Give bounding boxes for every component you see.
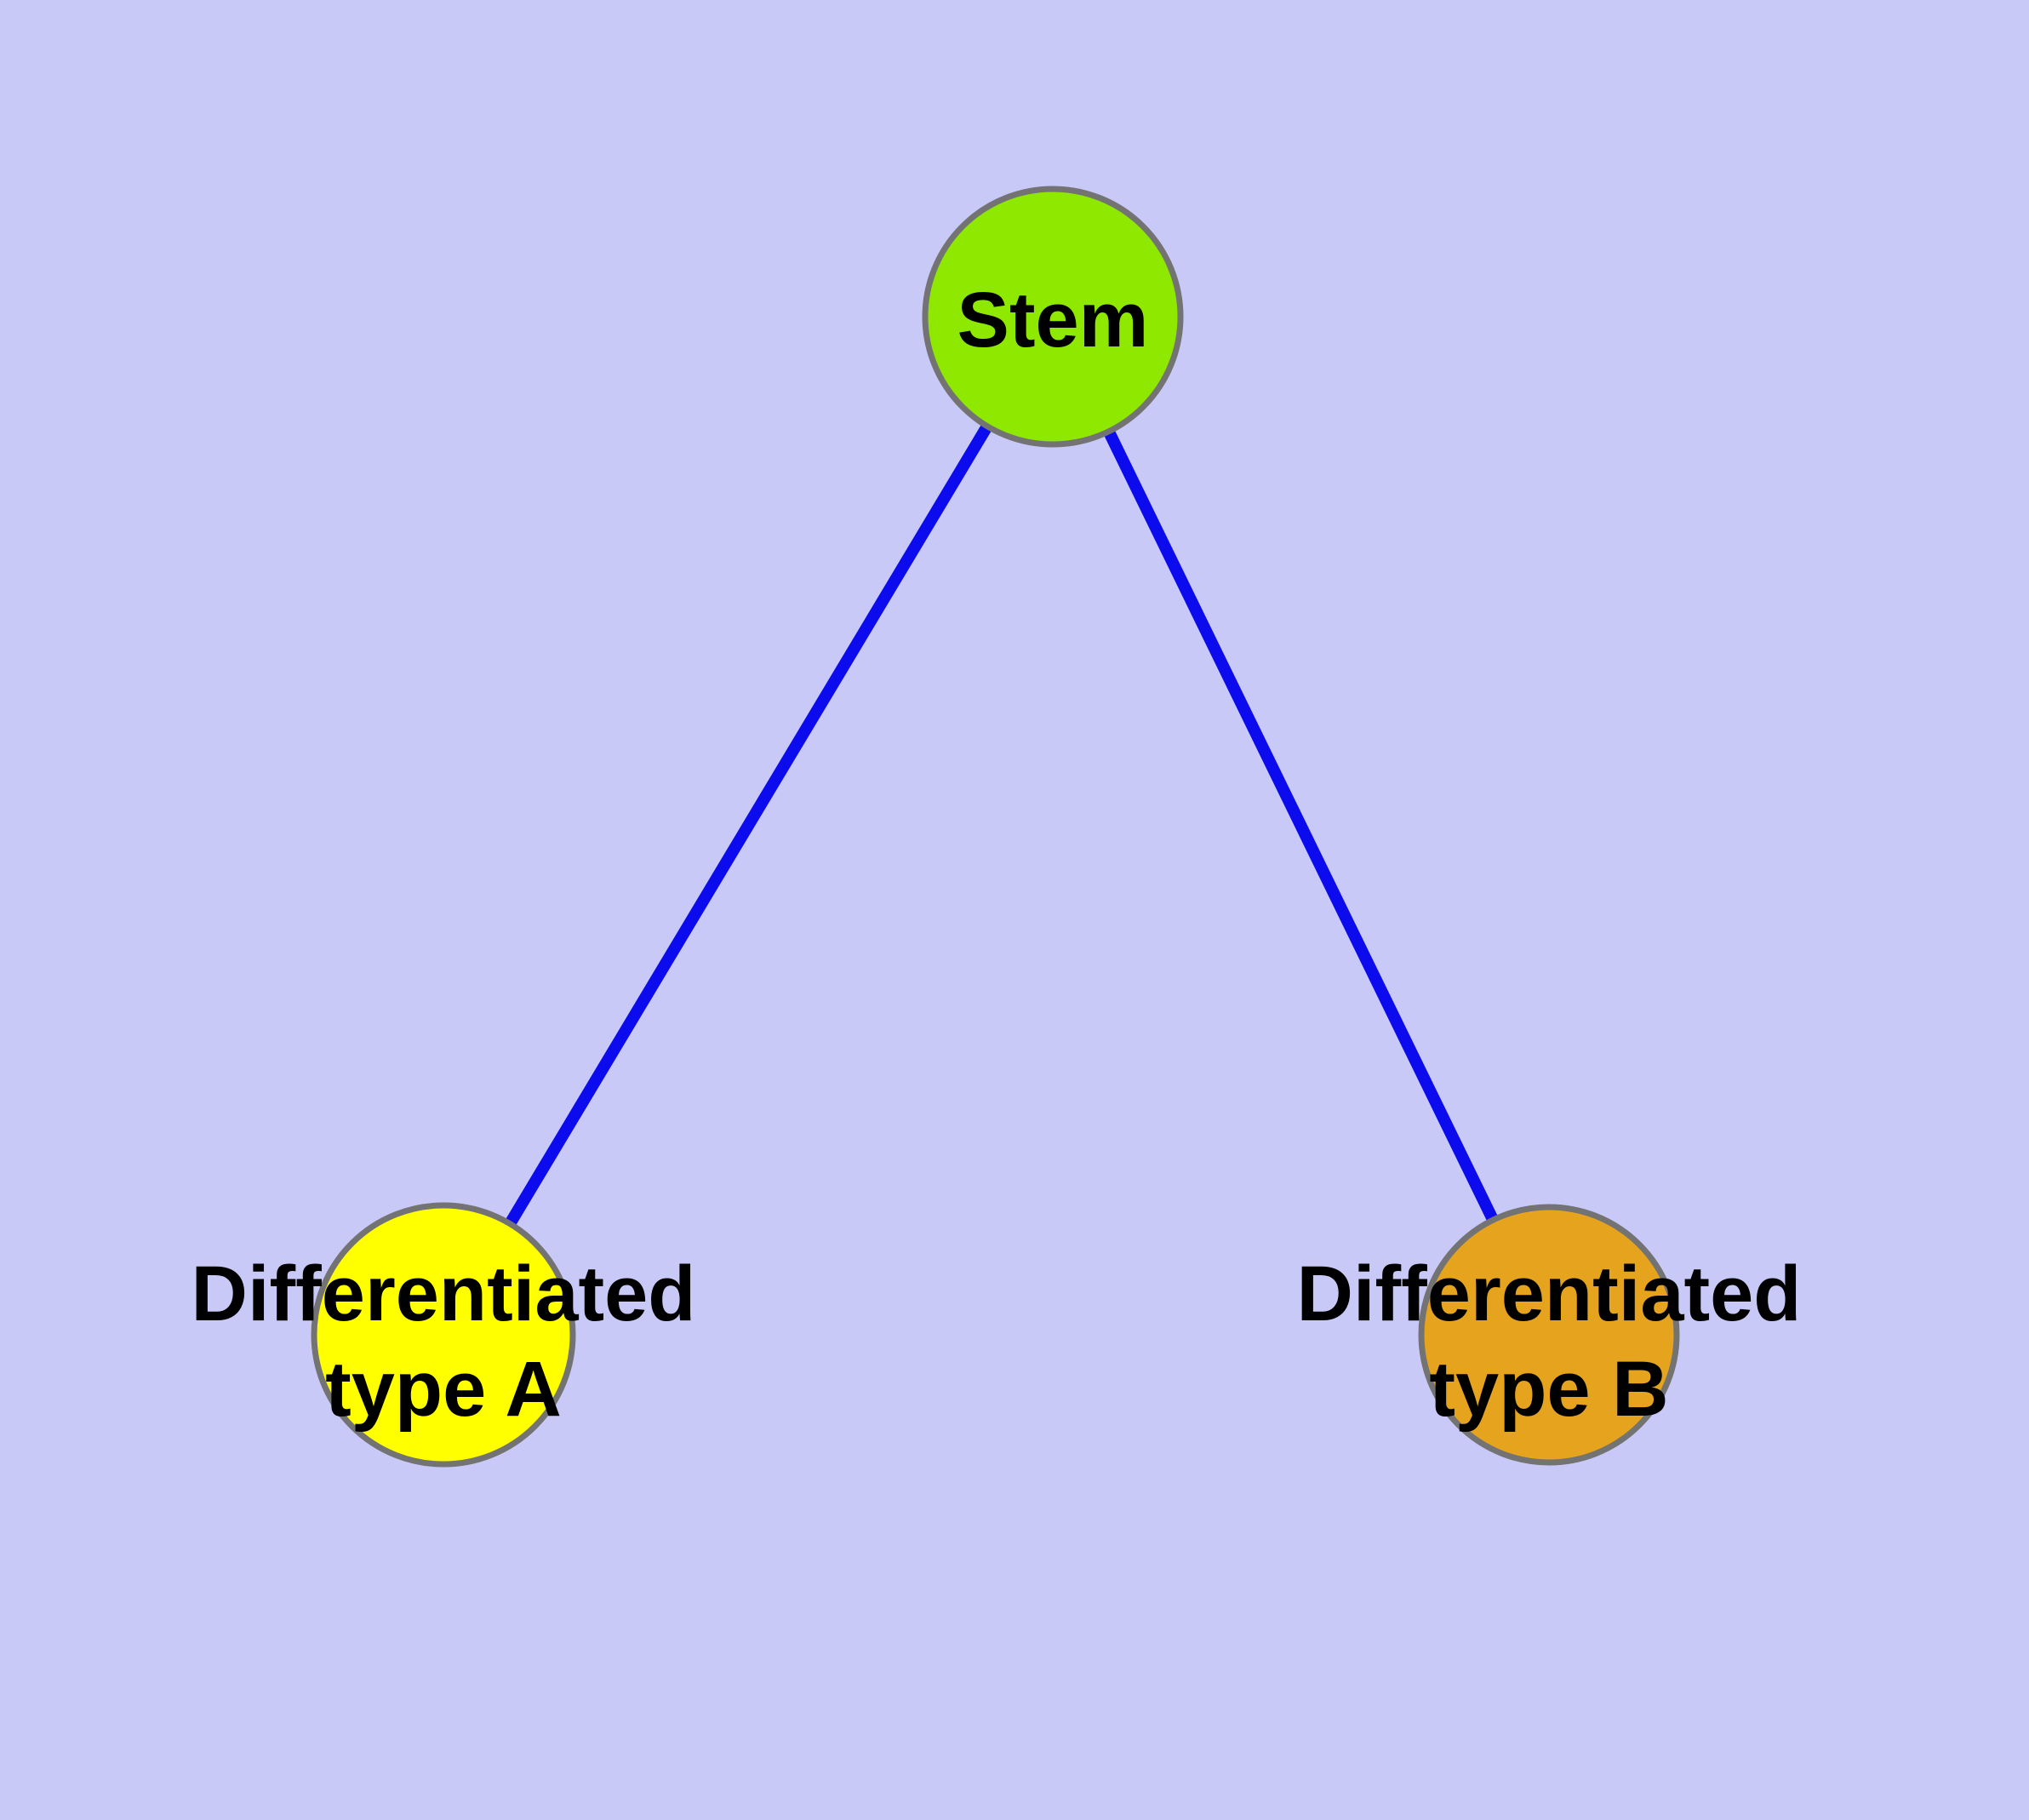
node-stem-label: Stem [957,276,1149,363]
node-differentiated-type-b-label: Differentiated type B [1296,1250,1802,1433]
node-differentiated-type-a-label: Differentiated type A [191,1250,696,1433]
node-differentiated-type-a-circle [311,1202,576,1468]
node-stem-circle [922,186,1184,448]
edge-stem-to-type-a [437,311,1059,1341]
node-differentiated-type-b-circle [1418,1204,1680,1466]
edge-stem-to-type-b [1047,311,1555,1341]
